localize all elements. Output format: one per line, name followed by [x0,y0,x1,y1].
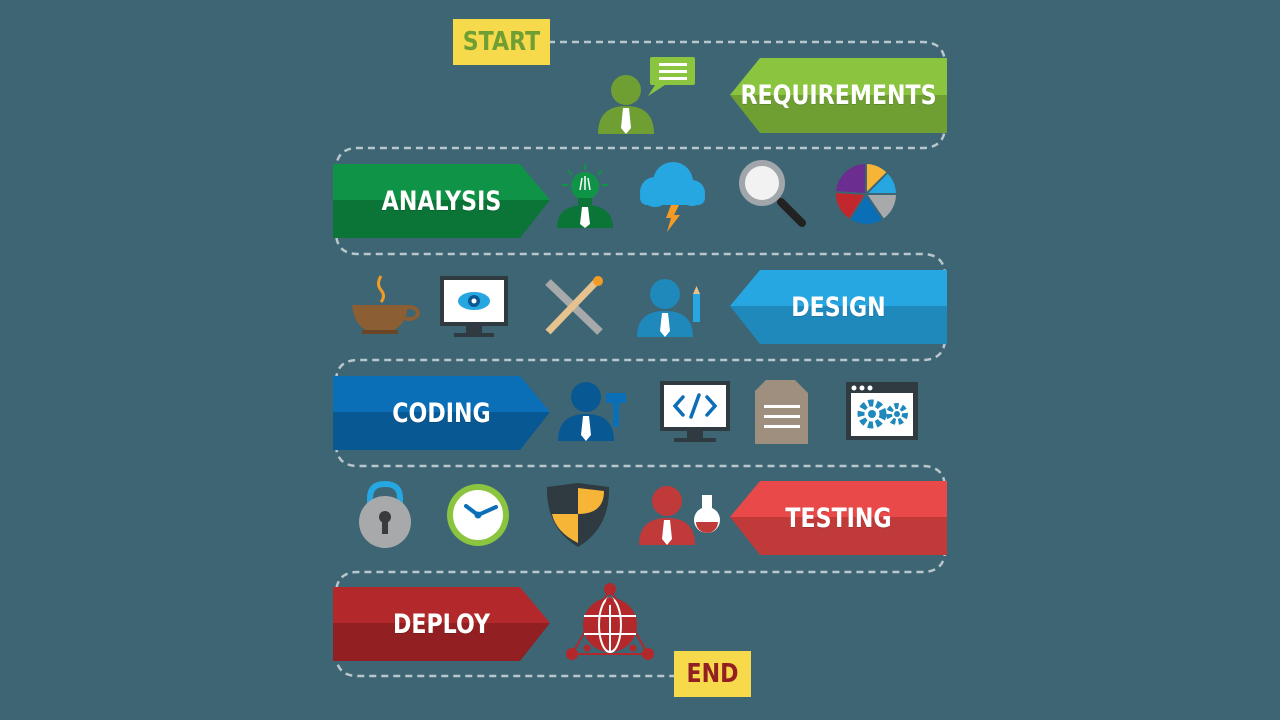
banner-testing [730,481,947,555]
banner-coding [333,376,550,450]
shield-icon [546,483,610,547]
globe-network-icon [566,583,654,660]
stage-label-requirements: REQUIREMENTS [740,80,937,111]
banner-design [730,270,947,344]
magnifier-icon [739,160,806,227]
stage-label-analysis: ANALYSIS [381,185,502,217]
stage-label-deploy: DEPLOY [392,608,491,640]
cloud-lightning-icon [640,162,705,232]
person-hammer-icon [558,382,626,441]
stage-label-testing: TESTING [785,502,892,534]
pie-chart-icon [835,163,897,224]
stage-label-design: DESIGN [791,291,886,323]
monitor-code-icon [660,381,730,442]
document-icon [755,380,808,444]
padlock-icon [359,480,411,548]
browser-gears-icon [846,382,918,440]
monitor-eye-icon [440,276,508,337]
banner-requirements [730,58,947,133]
banner-analysis [333,164,550,238]
dashed-path [334,40,947,678]
end-label: END [686,659,739,689]
clock-icon [447,484,509,546]
start-label: START [462,27,541,57]
coffee-cup-icon [352,275,420,334]
banner-deploy [333,587,550,661]
stage-label-coding: CODING [392,397,491,429]
start-tag-box [453,19,550,65]
person-speech-icon [598,57,695,134]
person-lightbulb-icon [557,164,613,228]
person-pencil-icon [637,279,700,337]
pencil-brush-icon [545,276,603,335]
end-tag-box [674,651,751,697]
person-flask-icon [639,486,720,545]
